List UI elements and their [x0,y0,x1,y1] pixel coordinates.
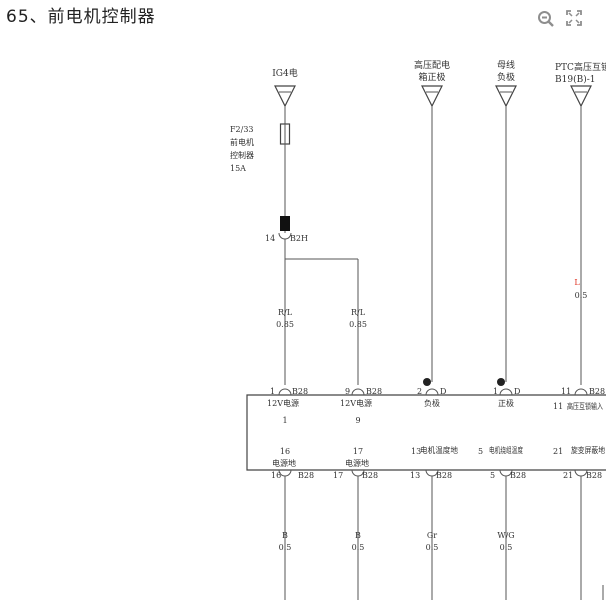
bus-neg-label-1: 母线 [497,59,515,71]
hv-terminal-pos [497,378,505,386]
wire-b4-gauge: 0.5 [500,543,513,552]
bottom-pin-3-label: 电机温度地 [420,445,458,455]
top-pin-2-index: 9 [355,416,360,425]
hv-pos-label-2: 箱正极 [418,71,445,83]
top-pin-2-number: 9 [345,387,350,396]
top-pin-1-connector: B28 [292,387,308,396]
wire-3-color: L [574,278,580,287]
ig4-source-triangle [274,85,296,108]
fuse-label-4: 15A [230,164,246,173]
ig4-source-label: IG4电 [272,67,297,79]
bottom-pin-1-connector: B28 [298,471,314,480]
top-pin-4-number: 1 [493,387,498,396]
bottom-pin-3-connector: B28 [436,471,452,480]
wire-1-gauge: 0.85 [276,320,294,329]
hv-pos-label-1: 高压配电 [414,59,450,71]
pin-1-d [499,388,513,396]
top-pin-4-label: 正极 [498,398,514,408]
page-title: 65、前电机控制器 [6,7,156,27]
bottom-pin-4-connector: B28 [510,471,526,480]
bottom-pin-1-label: 电源地 [272,458,296,468]
top-pin-5-connector: B28 [589,387,605,396]
wire-2-gauge: 0.85 [349,320,367,329]
wire-b2-color: B [355,531,361,540]
bottom-pin-4-number: 5 [490,471,495,480]
hv-terminal-neg [423,378,431,386]
fuse-label-3: 控制器 [230,150,254,160]
bottom-pin-3-number: 13 [410,471,420,480]
bottom-pin-1-number: 16 [271,471,281,480]
ptc-label-1: PTC高压互锁 [555,61,606,73]
top-pin-3-number: 2 [417,387,422,396]
pin-1-b28 [278,388,292,396]
bottom-pin-2-index: 17 [353,447,363,456]
pin-9-b28 [351,388,365,396]
hv-pos-source-triangle [421,85,443,108]
wire-b1-gauge: 0.5 [279,543,292,552]
splice-pin: 14 [265,234,275,243]
bottom-pin-3-index: 13 [411,447,421,456]
wire-b1-color: B [282,531,288,540]
bottom-pin-1-index: 16 [280,447,290,456]
bottom-pin-5-index: 21 [553,447,563,456]
bus-neg-label-2: 负极 [497,71,515,83]
splice-connector-block [280,216,290,231]
ptc-label-2: B19(B)-1 [555,74,595,85]
bottom-pin-4-index: 5 [478,447,483,456]
wire-b4-color: W/G [497,531,514,540]
wire-3-gauge: 0.5 [575,291,588,300]
pin-11-b28 [574,388,588,396]
bottom-pin-5-label: 旋变屏蔽地 [571,445,605,455]
top-pin-2-label: 12V电源 [340,398,372,408]
bottom-pin-2-number: 17 [333,471,343,480]
fullscreen-icon[interactable] [566,10,582,30]
wire-1-color: R/L [278,308,293,317]
top-pin-5-index: 11 [553,402,563,411]
top-pin-1-number: 1 [270,387,275,396]
pin-2-d [425,388,439,396]
top-pin-5-number: 11 [561,387,571,396]
ptc-source-triangle [570,85,592,108]
fuse-label-1: F2/33 [230,125,254,134]
wire-b3-color: Gr [427,531,437,540]
zoom-out-icon[interactable] [537,10,555,32]
bottom-pin-2-connector: B28 [362,471,378,480]
top-pin-5-label: 高压互锁输入 [567,401,603,411]
top-pin-3-connector: D [440,387,446,396]
top-pin-1-index: 1 [282,416,287,425]
bus-neg-source-triangle [495,85,517,108]
top-pin-3-label: 负极 [424,398,440,408]
splice-connector: B2H [290,234,308,243]
bottom-pin-2-label: 电源地 [345,458,369,468]
top-pin-4-connector: D [514,387,520,396]
fuse-label-2: 前电机 [230,137,254,147]
top-pin-2-connector: B28 [366,387,382,396]
wire-b2-gauge: 0.5 [352,543,365,552]
top-pin-1-label: 12V电源 [267,398,299,408]
bottom-pin-4-label: 电机绕组温度 [489,445,523,455]
bottom-pin-5-connector: B28 [586,471,602,480]
bottom-pin-5-number: 21 [563,471,573,480]
wire-b3-gauge: 0.5 [426,543,439,552]
wire-2-color: R/L [351,308,366,317]
